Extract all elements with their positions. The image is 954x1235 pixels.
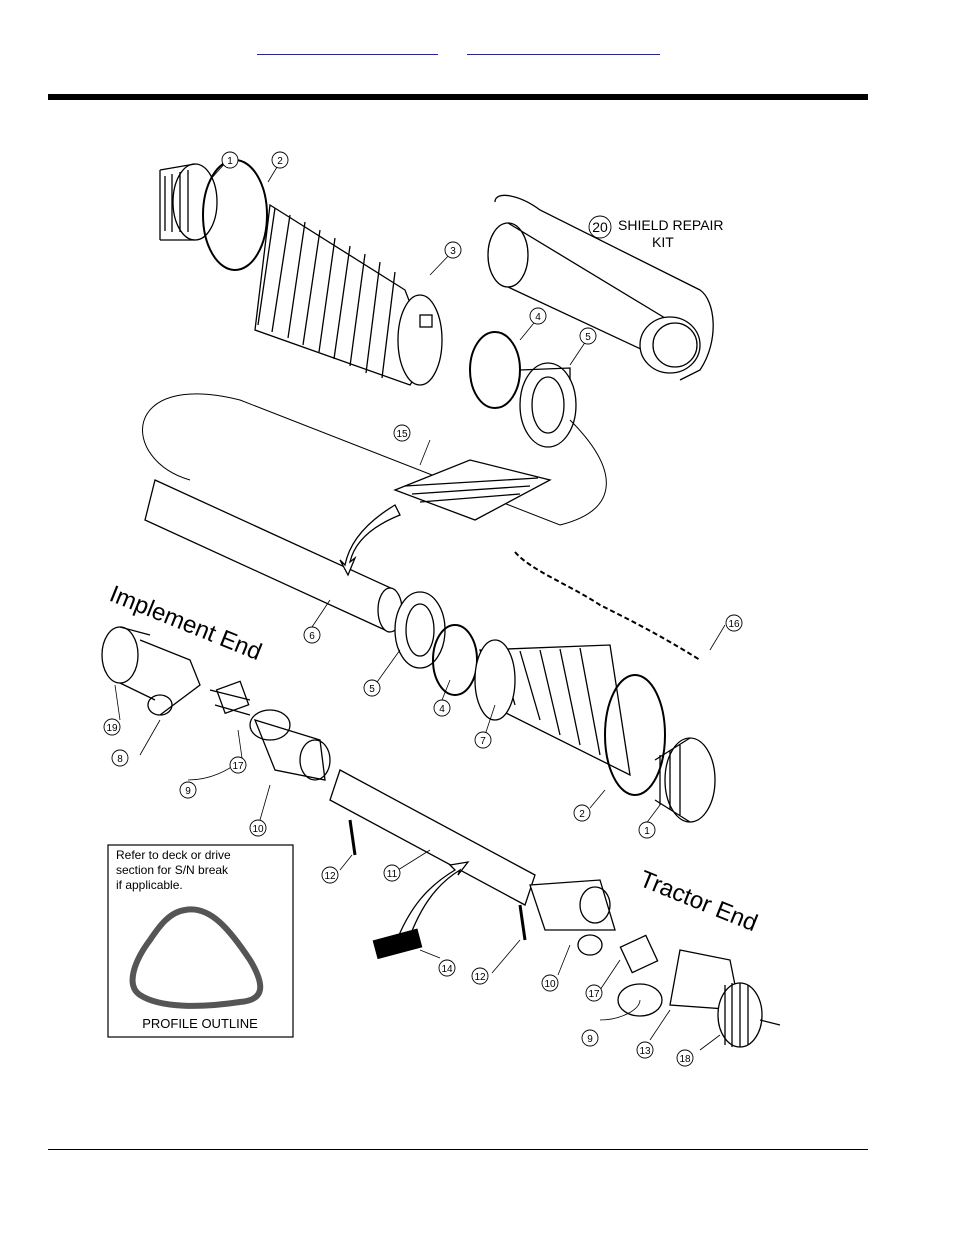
callout-17-implement: 17 xyxy=(232,761,244,772)
tractor-inner-yoke xyxy=(529,879,616,956)
callout-2-top: 2 xyxy=(277,156,283,167)
ring-lower xyxy=(604,674,666,796)
callout-15: 15 xyxy=(396,429,408,440)
ring-small-lower xyxy=(432,624,478,696)
nav-link-right[interactable] xyxy=(467,40,660,55)
callout-20: 20 xyxy=(592,219,608,235)
tractor-cross xyxy=(619,934,659,974)
drawing-canvas: 1 2 3 4 5 15 6 5 4 7 2 1 16 19 8 17 9 10… xyxy=(101,151,781,1067)
bellows-lower xyxy=(474,639,631,777)
callout-16: 16 xyxy=(728,619,740,630)
warning-decal xyxy=(393,459,552,521)
inset-caption: PROFILE OUTLINE xyxy=(142,1016,258,1031)
callout-markers xyxy=(103,151,743,1067)
callout-2-lower: 2 xyxy=(579,809,585,820)
safety-chain xyxy=(514,551,701,661)
callout-9-tractor: 9 xyxy=(587,1034,593,1045)
callout-1-lower: 1 xyxy=(644,826,650,837)
assembly-arrow-top xyxy=(339,504,401,577)
callout-5-lower: 5 xyxy=(369,684,375,695)
inset-note-line3: if applicable. xyxy=(116,878,183,892)
callout-12-right: 12 xyxy=(474,972,486,983)
end-cap-top xyxy=(159,163,218,241)
header-rule xyxy=(48,94,868,100)
callout-1-top: 1 xyxy=(227,156,233,167)
footer-rule xyxy=(48,1149,868,1150)
kit-label-line1: SHIELD REPAIR xyxy=(618,217,724,233)
inset-note-line2: section for S/N break xyxy=(116,863,229,877)
small-decal xyxy=(372,928,423,960)
implement-inner-yoke xyxy=(249,709,331,781)
nav-link-left[interactable] xyxy=(257,40,438,55)
pin-right xyxy=(518,904,527,941)
shield-loop xyxy=(142,393,607,526)
inner-tube xyxy=(329,769,536,906)
callout-11: 11 xyxy=(387,869,398,880)
profile-outline-shape xyxy=(129,906,264,1009)
callout-3: 3 xyxy=(450,246,456,257)
callout-6: 6 xyxy=(309,631,315,642)
callout-8: 8 xyxy=(117,754,123,765)
pin-left xyxy=(348,819,357,856)
tractor-yoke xyxy=(617,949,781,1048)
callout-4-lower: 4 xyxy=(439,704,445,715)
bellows-top xyxy=(254,203,443,386)
tractor-end-label: Tractor End xyxy=(636,866,762,938)
callout-14: 14 xyxy=(441,964,453,975)
callout-10-tractor: 10 xyxy=(544,979,556,990)
callout-19: 19 xyxy=(106,723,118,734)
callout-17-tractor: 17 xyxy=(588,989,600,1000)
exploded-parts-diagram: 1 2 3 4 5 15 6 5 4 7 2 1 16 19 8 17 9 10… xyxy=(100,140,790,1080)
bearing-lower xyxy=(394,591,446,669)
callout-labels: 1 2 3 4 5 15 6 5 4 7 2 1 16 19 8 17 9 10… xyxy=(106,156,740,1065)
callout-10-implement: 10 xyxy=(252,824,264,835)
callout-7: 7 xyxy=(480,736,486,747)
callout-5-top: 5 xyxy=(585,332,591,343)
callout-13: 13 xyxy=(639,1046,651,1057)
callout-12-left: 12 xyxy=(324,871,336,882)
profile-inset-box xyxy=(107,844,294,1038)
callout-18: 18 xyxy=(679,1054,691,1065)
inset-note-line1: Refer to deck or drive xyxy=(116,848,231,862)
kit-label-line2: KIT xyxy=(652,234,674,250)
callout-9-implement: 9 xyxy=(185,786,191,797)
bearing-top xyxy=(519,362,577,448)
callout-4-top: 4 xyxy=(535,312,541,323)
ring-small-top xyxy=(469,331,521,409)
shield-repair-kit xyxy=(487,194,714,381)
end-cap-lower xyxy=(654,737,716,823)
implement-yoke xyxy=(101,626,251,716)
